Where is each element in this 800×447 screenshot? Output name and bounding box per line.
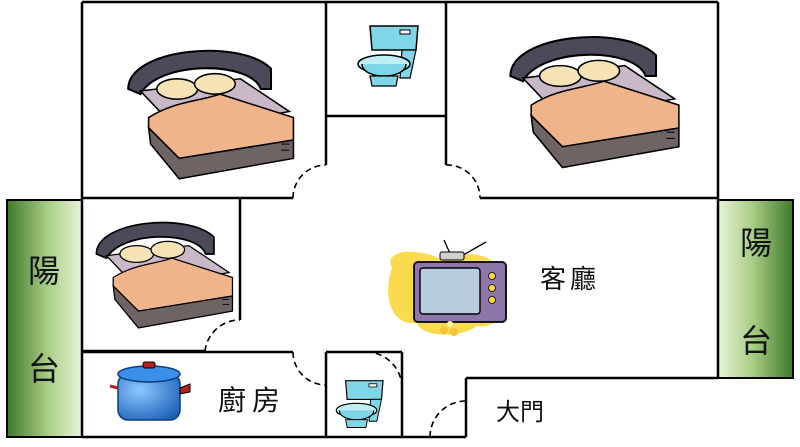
entrance-label: 大門: [496, 398, 544, 426]
bed-icon: [127, 49, 295, 180]
pot-icon: [109, 361, 191, 421]
balcony-right: [717, 199, 794, 379]
balcony-left: [6, 199, 83, 438]
bed-icon: [509, 36, 680, 169]
balcony-left-label-top: 陽: [28, 252, 60, 290]
toilet-icon: [357, 25, 419, 87]
toilet-icon: [335, 380, 384, 429]
tv-icon: [388, 239, 508, 336]
balcony-left-label-bottom: 台: [28, 350, 60, 388]
bed-icon: [95, 221, 234, 329]
walls: [80, 0, 720, 439]
kitchen-label: 廚房: [218, 384, 286, 417]
living-room-label: 客廳: [540, 265, 600, 295]
balcony-right-label-bottom: 台: [740, 322, 772, 360]
door-swings: [204, 164, 481, 438]
balcony-right-label-top: 陽: [740, 224, 772, 262]
